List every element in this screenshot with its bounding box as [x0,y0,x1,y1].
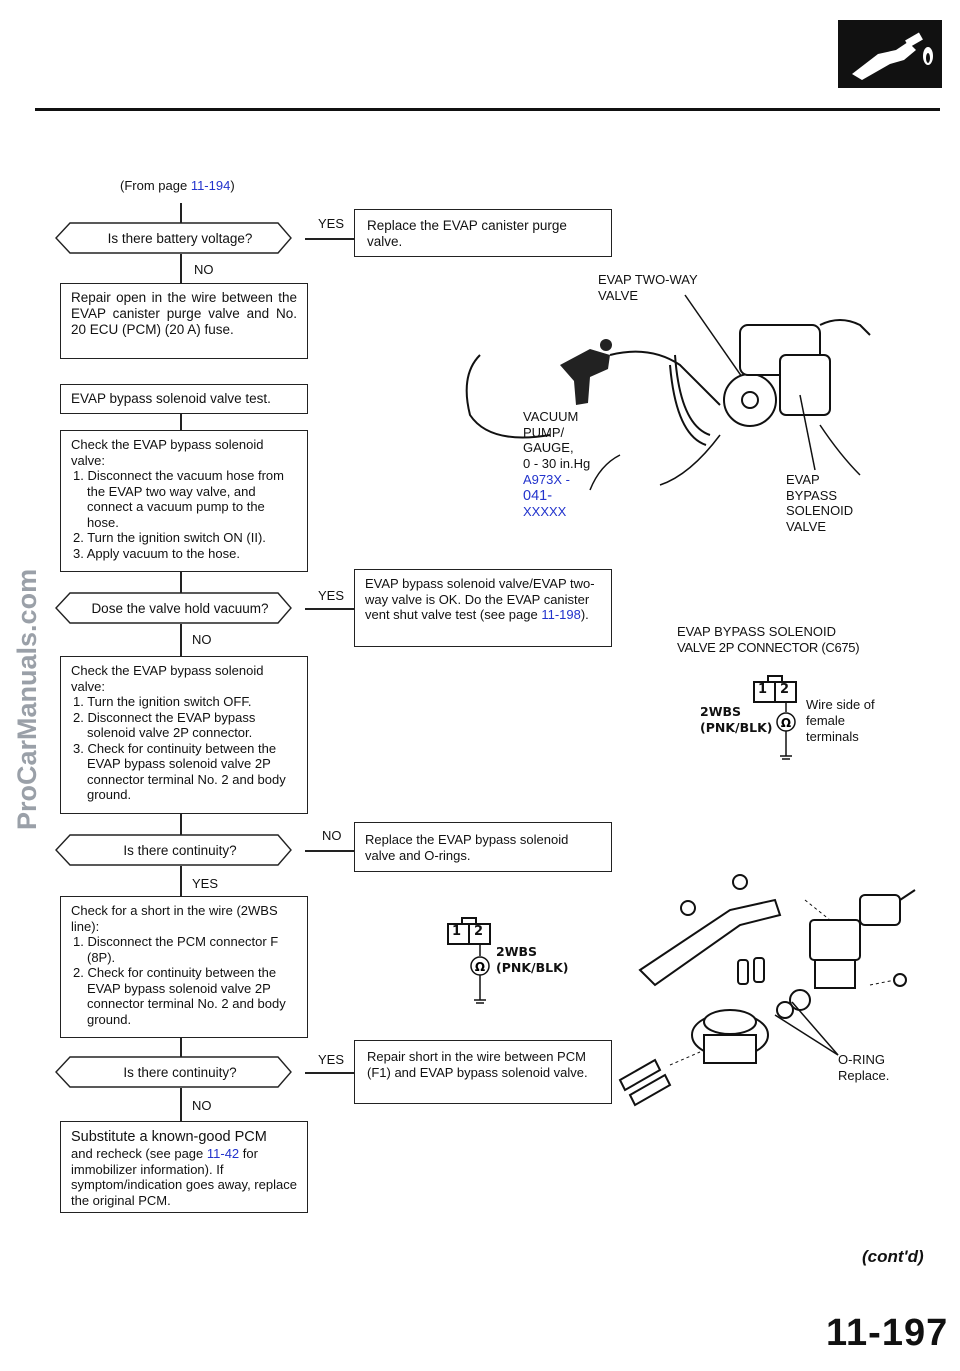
yes4-box: Repair short in the wire between PCM (F1… [354,1040,612,1104]
connector-line [305,850,355,852]
connector-line [180,624,182,656]
check1-step-3: 3. Apply vacuum to the hose. [73,545,240,561]
check2-step-3: 3. Check for continuity between the EVAP… [73,740,286,803]
from-page-link[interactable]: 11-194 [190,178,231,193]
fuel-pump-icon [838,20,942,88]
check2-step-2: 2. Disconnect the EVAP bypass solenoid v… [73,709,256,741]
no1-box: Repair open in the wire between the EVAP… [60,283,308,359]
connector-line [180,414,182,430]
page-link-11-42[interactable]: 11-42 [206,1146,240,1161]
vacuum-pump-label: VACUUM PUMP/ GAUGE, 0 - 30 in.Hg [523,409,591,471]
connector-line [180,814,182,838]
connector-line [180,866,182,896]
connector-diagram-2: Ω 1 2 2WBS (PNK/BLK) [446,914,586,1014]
check1-step-1: 1. Disconnect the vacuum hose from the E… [73,468,284,530]
oring-label: O-RING Replace. [838,1052,890,1083]
evap-valve-illustration [465,294,871,491]
no-label: NO [192,262,216,277]
connector-diagram-1: Ω 1 2 2WBS (PNK/BLK) [700,672,910,772]
yes-label: YES [318,588,345,603]
connector-line [180,203,182,225]
decision-continuity-1: Is there continuity? [55,834,305,866]
no3-box: Replace the EVAP bypass solenoid valve a… [354,822,612,872]
connector-line [180,1088,182,1122]
page-number: 11-197 [826,1312,949,1354]
svg-text:Ω: Ω [781,716,791,730]
check1-step-2: 2. Turn the ignition switch ON (II). [73,530,266,545]
tool-number-label: A973X - 041- XXXXX [523,472,570,519]
connector-line [180,572,182,594]
connector-title: EVAP BYPASS SOLENOID VALVE 2P CONNECTOR … [677,624,860,655]
svg-text:Ω: Ω [475,960,485,974]
watermark: ProCarManuals.com [12,568,42,830]
yes-label: YES [192,876,219,891]
decision-continuity-2: Is there continuity? [55,1056,305,1088]
wire-side-label: Wire side of female terminals [806,697,875,744]
yes2-box: EVAP bypass solenoid valve/EVAP two-way … [354,569,612,647]
check2-step-1: 1. Turn the ignition switch OFF. [73,694,252,709]
exploded-view-illustration [618,874,916,1107]
decision-battery-voltage: Is there battery voltage? [55,222,305,254]
no-label: NO [322,828,342,843]
final-box: Substitute a known-good PCM and recheck … [60,1121,308,1213]
yes-label: YES [318,216,345,231]
connector-line [305,238,355,240]
connector-line [305,608,355,610]
header-rule [35,108,940,111]
check2-box: Check the EVAP bypass solenoid valve: 1.… [60,656,308,814]
connector-line [180,1038,182,1058]
check1-box: Check the EVAP bypass solenoid valve: 1.… [60,430,308,572]
check3-step-1: 1. Disconnect the PCM connector F (8P). [73,934,279,965]
contd-label: (cont'd) [862,1247,924,1266]
decision-hold-vacuum: Dose the valve hold vacuum? [55,592,305,624]
no-label: NO [192,632,212,647]
two-way-valve-label: EVAP TWO-WAY VALVE [598,272,698,303]
connector-line [180,254,182,310]
yes-label: YES [318,1052,345,1067]
from-page-ref: (From page 11-194) [120,178,235,193]
check3-step-2: 2. Check for continuity between the EVAP… [73,965,286,1027]
check3-box: Check for a short in the wire (2WBS line… [60,896,308,1038]
page-link-11-198[interactable]: 11-198 [541,607,581,622]
test-title-box: EVAP bypass solenoid valve test. [60,384,308,414]
no-label: NO [192,1098,212,1113]
connector-line [305,1072,355,1074]
bypass-solenoid-label: EVAP BYPASS SOLENOID VALVE [786,472,854,534]
yes1-box: Replace the EVAP canister purge valve. [354,209,612,257]
